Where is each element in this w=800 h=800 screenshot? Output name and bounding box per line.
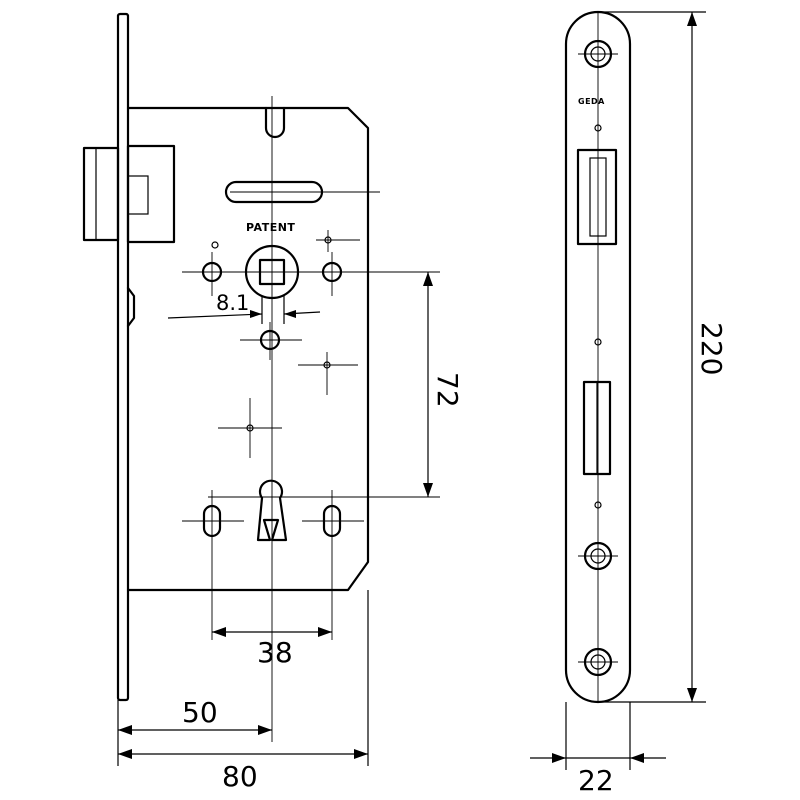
screw-hole-bottom <box>578 647 618 677</box>
side-view: GEDA 220 22 <box>530 10 728 797</box>
latch-opening-inner <box>589 157 607 237</box>
screw-hole-middle <box>578 541 618 571</box>
rivet-1 <box>594 124 602 132</box>
center-lines <box>182 96 440 742</box>
dim-38: 38 <box>212 627 332 669</box>
lock-body <box>126 106 370 592</box>
latch-housing <box>126 144 176 244</box>
dim-label-22: 22 <box>578 764 614 797</box>
rivet-2 <box>594 338 602 346</box>
front-view: PATENT <box>82 12 464 793</box>
latch-head <box>82 146 120 242</box>
latch-opening <box>576 148 618 246</box>
dim-50: 50 <box>117 696 272 766</box>
latch-bolt <box>82 144 176 244</box>
latch-spring <box>127 175 149 215</box>
patent-marking: PATENT <box>246 221 295 234</box>
dim-80: 80 <box>118 590 369 793</box>
dim-label-50: 50 <box>182 696 218 729</box>
front-faceplate <box>116 12 130 702</box>
pin-4 <box>211 241 219 249</box>
dim-label-80: 80 <box>222 760 258 793</box>
top-notch <box>264 106 286 139</box>
dim-220: 220 <box>598 11 728 703</box>
keyhole <box>256 479 288 542</box>
dim-label-220: 220 <box>695 322 728 375</box>
dim-22: 22 <box>530 702 666 797</box>
rivet-3 <box>594 501 602 509</box>
screw-hole-top <box>578 39 618 69</box>
faceplate-tab <box>126 286 136 328</box>
faceplate-logo: GEDA <box>578 97 605 106</box>
dim-label-72: 72 <box>431 372 464 408</box>
dim-72: 72 <box>423 272 464 497</box>
dim-label-8-1: 8.1 <box>216 291 249 315</box>
latch-inner <box>95 147 119 241</box>
dim-label-38: 38 <box>257 636 293 669</box>
dim-8-1: 8.1 <box>167 291 321 324</box>
